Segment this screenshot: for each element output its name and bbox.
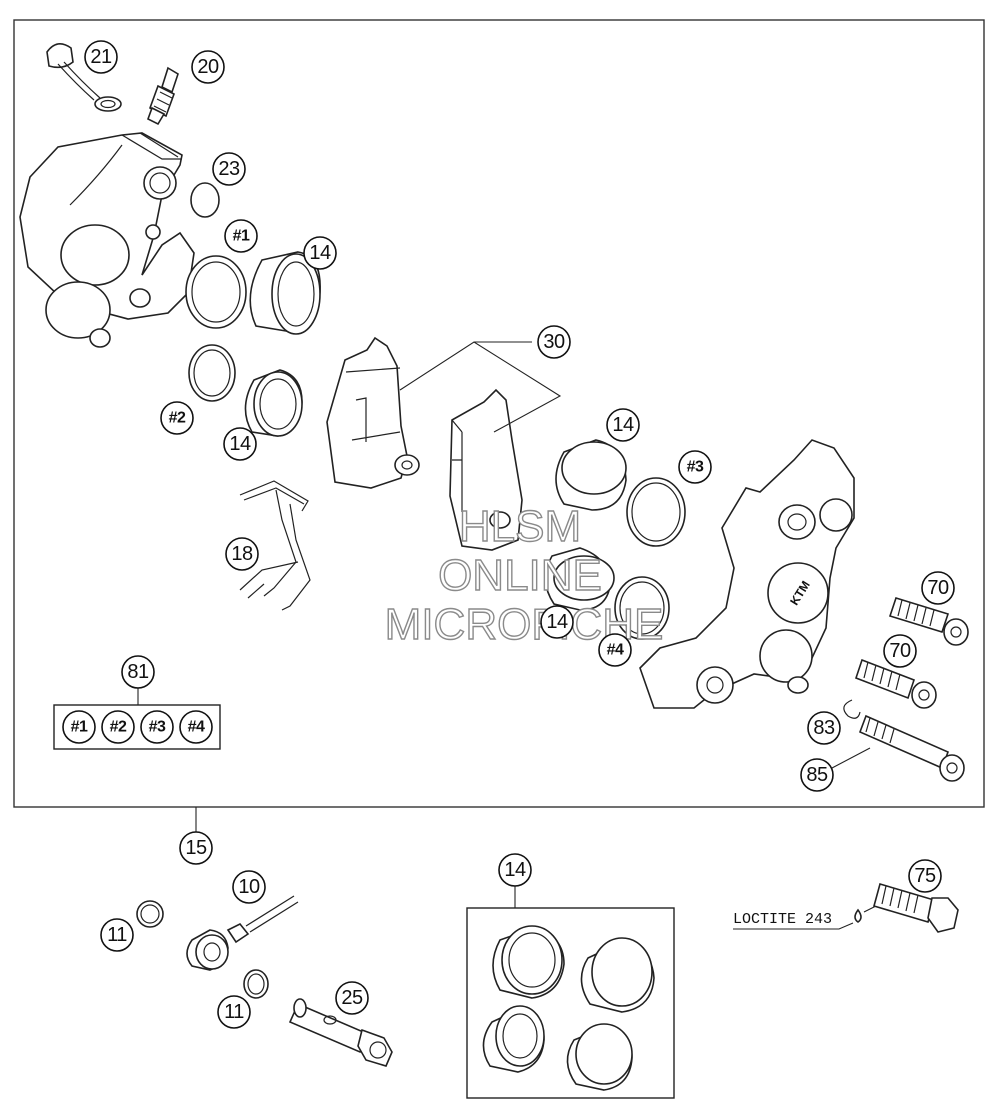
callout-85: 85: [800, 758, 834, 792]
kit-piston-1: [492, 925, 565, 999]
piston-lower-right: [544, 547, 615, 611]
svg-text:30: 30: [543, 331, 565, 353]
svg-text:18: 18: [231, 543, 253, 565]
washer-11-lower: [243, 969, 269, 999]
callout-kit-seal-4: #4: [179, 710, 213, 744]
svg-text:#2: #2: [110, 719, 127, 736]
callout-kit-seal-3: #3: [140, 710, 174, 744]
svg-text:#2: #2: [169, 410, 186, 427]
piston-upper-right: [555, 439, 627, 511]
right-caliper-half: KTM: [639, 439, 855, 709]
o-ring-23: [190, 182, 220, 218]
svg-text:11: 11: [107, 924, 127, 946]
bolt-70-upper: [888, 597, 969, 646]
callout-kit-seal-1: #1: [62, 710, 96, 744]
callout-21: 21: [84, 40, 118, 74]
bolt-70-lower: [854, 658, 937, 709]
seal-kit-box: [53, 704, 221, 750]
kit-piston-2: [580, 937, 655, 1013]
seal-3: [626, 477, 686, 547]
svg-text:11: 11: [224, 1001, 244, 1023]
callout-seal-4: #4: [598, 633, 632, 667]
left-caliper-half: [19, 132, 195, 348]
bolt-75: [873, 883, 959, 933]
bolt-85: [858, 714, 965, 782]
svg-text:14: 14: [612, 414, 634, 436]
loctite-note: LOCTITE 243: [733, 911, 832, 928]
svg-text:25: 25: [341, 987, 363, 1009]
watermark-line-1: HLSM: [459, 502, 581, 551]
svg-text:14: 14: [504, 859, 526, 881]
svg-text:14: 14: [309, 242, 331, 264]
svg-text:#3: #3: [687, 459, 704, 476]
callout-seal-1: #1: [224, 219, 258, 253]
bleeder-cap: [46, 43, 122, 112]
pad-spring-18: [239, 480, 311, 611]
callout-30: 30: [537, 325, 571, 359]
assembly-frame: [13, 19, 985, 808]
kit-piston-4: [566, 1023, 633, 1091]
kit-piston-3: [482, 1005, 545, 1073]
seal-2: [188, 344, 236, 402]
svg-text:14: 14: [229, 433, 251, 455]
piston-kit-box: [466, 907, 675, 1099]
callout-83: 83: [807, 711, 841, 745]
watermark-line-2: ONLINE: [438, 551, 602, 600]
svg-text:83: 83: [813, 717, 835, 739]
callout-14-upper-left: 14: [303, 236, 337, 270]
watermark: HLSM ONLINE MICROFICHE: [384, 501, 664, 649]
callout-25: 25: [335, 981, 369, 1015]
seal-1: [185, 255, 247, 329]
svg-text:21: 21: [90, 46, 112, 68]
svg-text:10: 10: [238, 876, 260, 898]
callout-10: 10: [232, 870, 266, 904]
callout-14-lower-right: 14: [540, 605, 574, 639]
svg-text:#1: #1: [233, 228, 250, 245]
svg-text:70: 70: [889, 640, 911, 662]
callout-75: 75: [908, 859, 942, 893]
callout-81: 81: [121, 655, 155, 689]
svg-text:85: 85: [806, 764, 828, 786]
svg-text:14: 14: [546, 611, 568, 633]
brake-line-10: [186, 895, 299, 971]
callout-kit-seal-2: #2: [101, 710, 135, 744]
piston-upper-left: [249, 251, 321, 335]
callout-14-upper-right: 14: [606, 408, 640, 442]
callout-14-lower-left: 14: [223, 427, 257, 461]
callout-11-upper: 11: [100, 918, 134, 952]
callout-18: 18: [225, 537, 259, 571]
callout-70-upper: 70: [921, 571, 955, 605]
svg-text:15: 15: [185, 837, 207, 859]
svg-text:#3: #3: [149, 719, 166, 736]
svg-text:75: 75: [914, 865, 936, 887]
callout-70-lower: 70: [883, 634, 917, 668]
bleeder-screw: [147, 66, 179, 126]
svg-text:70: 70: [927, 577, 949, 599]
callout-15: 15: [179, 831, 213, 865]
washer-11-upper: [136, 900, 164, 928]
svg-text:#4: #4: [607, 642, 624, 659]
leader-30: [399, 341, 562, 433]
banjo-bolt-25: [288, 998, 393, 1067]
callout-11-lower: 11: [217, 995, 251, 1029]
svg-text:20: 20: [197, 56, 219, 78]
svg-text:#1: #1: [71, 719, 88, 736]
callout-seal-2: #2: [160, 401, 194, 435]
piston-lower-left: [244, 369, 303, 437]
callout-20: 20: [191, 50, 225, 84]
seal-4: [614, 576, 670, 640]
svg-text:#4: #4: [188, 719, 205, 736]
callout-23: 23: [212, 152, 246, 186]
svg-text:23: 23: [218, 158, 240, 180]
loctite-drop-icon: [854, 908, 862, 923]
svg-text:81: 81: [127, 661, 149, 683]
callout-14-kit: 14: [498, 853, 532, 887]
brake-pad-rear: [449, 388, 523, 551]
brake-pad-front: [326, 336, 420, 489]
callout-seal-3: #3: [678, 450, 712, 484]
circlip-83: [843, 699, 861, 719]
